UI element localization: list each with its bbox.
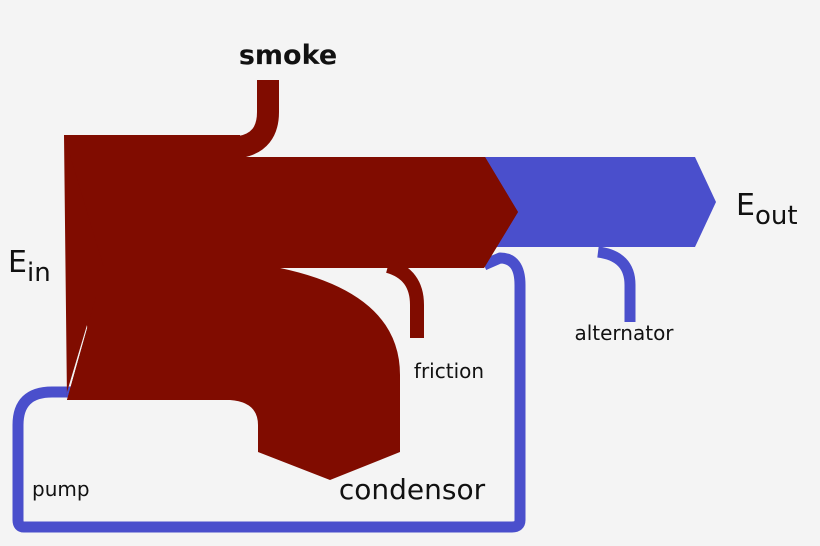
- smoke-label: smoke: [239, 40, 337, 71]
- flow-friction: [385, 259, 424, 338]
- condensor-label: condensor: [339, 473, 486, 506]
- e-out-label: Eout: [736, 188, 798, 231]
- e-out-base: E: [736, 188, 755, 223]
- flow-smoke: [237, 80, 279, 158]
- e-out-sub: out: [755, 201, 798, 231]
- e-in-sub: in: [27, 258, 51, 288]
- friction-label: friction: [414, 359, 484, 383]
- alternator-label: alternator: [574, 321, 674, 345]
- pump-label: pump: [32, 477, 90, 501]
- e-in-label: Ein: [8, 245, 51, 288]
- flow-condensor: [96, 266, 400, 480]
- flow-alternator: [597, 246, 636, 322]
- e-in-base: E: [8, 245, 27, 280]
- flow-pump-loop: [12, 252, 526, 533]
- flow-e-out: [478, 157, 716, 247]
